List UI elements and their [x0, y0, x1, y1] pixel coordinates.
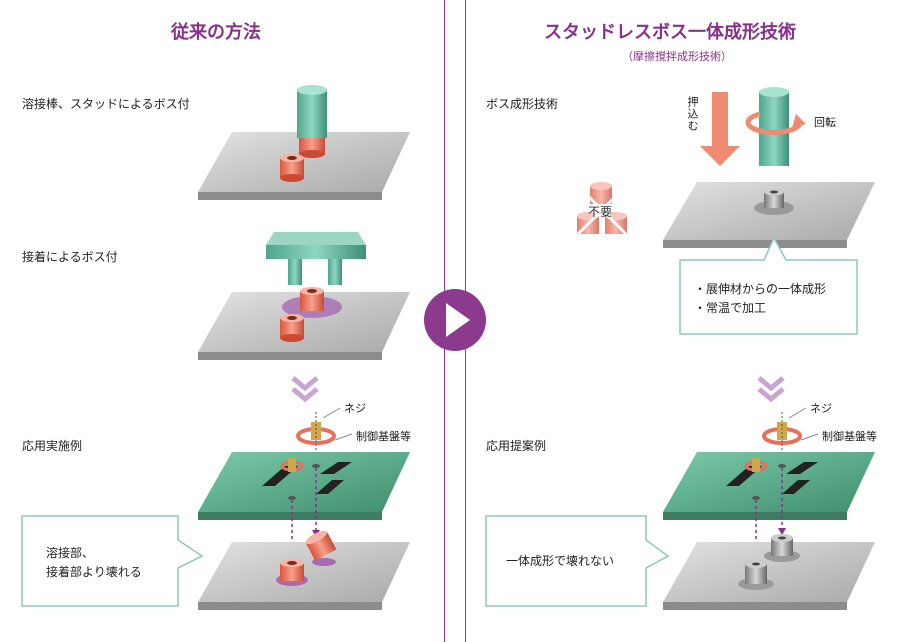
path-arrowhead [778, 528, 786, 535]
right-title: スタッドレスボス一体成形技術 [544, 22, 796, 43]
boss-1-left [280, 154, 304, 182]
right-subtitle: （摩擦撹拌成形技術） [622, 50, 732, 63]
left-board-label: 制御基盤等 [356, 430, 411, 443]
down-chevrons-left [291, 376, 319, 403]
transition-arrow-icon [424, 289, 486, 351]
left-step-2-label: 接着によるボス付 [22, 250, 118, 264]
bosses-2-left [280, 287, 324, 342]
welding-rod-left [297, 85, 327, 158]
right-screw-label: ネジ [810, 402, 832, 415]
adhesive-jig-left [266, 232, 366, 285]
callout-right-bottom [485, 515, 670, 607]
left-step-3-label: 応用実施例 [22, 439, 83, 453]
rotating-tool-right [745, 87, 806, 166]
unneeded-label: 不要 [588, 205, 613, 219]
screw-left [296, 407, 353, 450]
unneeded-bosses [576, 182, 628, 236]
left-callout-text: 溶接部、 接着部より壊れる [46, 544, 142, 582]
right-callout-top-text: ・展伸材からの一体成形 ・常温で加工 [694, 280, 826, 318]
right-bullet-2: ・常温で加工 [694, 301, 767, 315]
right-bullet-1: ・展伸材からの一体成形 [694, 282, 827, 296]
control-board-right [663, 452, 875, 520]
right-step-3-label: 応用提案例 [486, 439, 547, 453]
press-label: 押込む [686, 96, 699, 132]
screw-right [762, 407, 819, 450]
down-chevrons-right [757, 376, 785, 403]
plate-3-right [663, 534, 875, 610]
screw-paths-right [755, 468, 783, 550]
left-title: 従来の方法 [171, 22, 261, 43]
left-callout-line-2: 接着部より壊れる [46, 565, 142, 579]
right-callout-bottom-text: 一体成形で壊れない [506, 554, 615, 568]
callout-left [21, 515, 204, 607]
right-board-label: 制御基盤等 [822, 430, 877, 443]
left-screw-label: ネジ [344, 402, 366, 415]
left-step-1-label: 溶接棒、スタッドによるボス付 [22, 97, 190, 111]
control-board-left [198, 452, 410, 520]
press-arrow [700, 92, 740, 166]
left-callout-line-1: 溶接部、 [46, 546, 95, 560]
callout-right-top [679, 236, 858, 335]
screw-paths-left [291, 468, 317, 556]
plate-3-left [198, 530, 410, 610]
right-step-1-label: ボス成形技術 [486, 97, 559, 111]
plate-1-right [663, 182, 875, 248]
rotate-label: 回転 [814, 116, 836, 129]
